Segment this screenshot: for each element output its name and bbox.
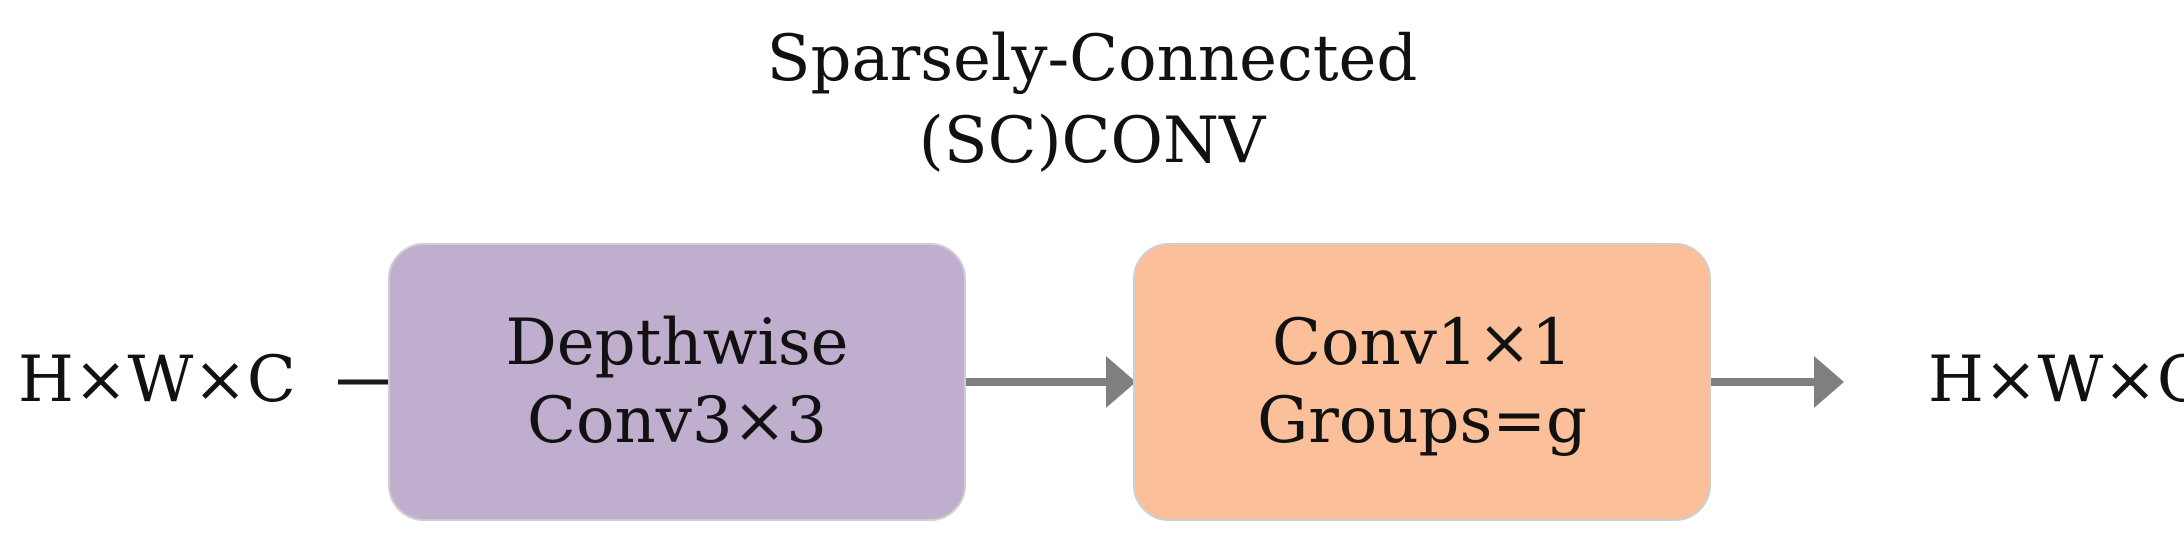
depthwise-conv-block: Depthwise Conv3×3 — [388, 243, 966, 521]
arrow-pw-to-output-head — [1814, 356, 1844, 408]
group-block-line-2: Groups=g — [1257, 384, 1587, 458]
depthwise-block-line-2: Conv3×3 — [527, 384, 827, 458]
title-line-2: (SC)CONV — [918, 104, 1266, 178]
depthwise-block-line-1: Depthwise — [505, 306, 849, 380]
title-line-1: Sparsely-Connected — [766, 22, 1418, 96]
group-block-line-1: Conv1×1 — [1272, 306, 1572, 380]
diagram-title: Sparsely-Connected (SC)CONV — [0, 18, 2184, 182]
input-dimension-label: H×W×C — [18, 343, 296, 417]
group-conv-block: Conv1×1 Groups=g — [1133, 243, 1711, 521]
arrow-dw-to-pw-head — [1106, 356, 1136, 408]
output-dimension-label: H×W×C — [1928, 343, 2184, 417]
